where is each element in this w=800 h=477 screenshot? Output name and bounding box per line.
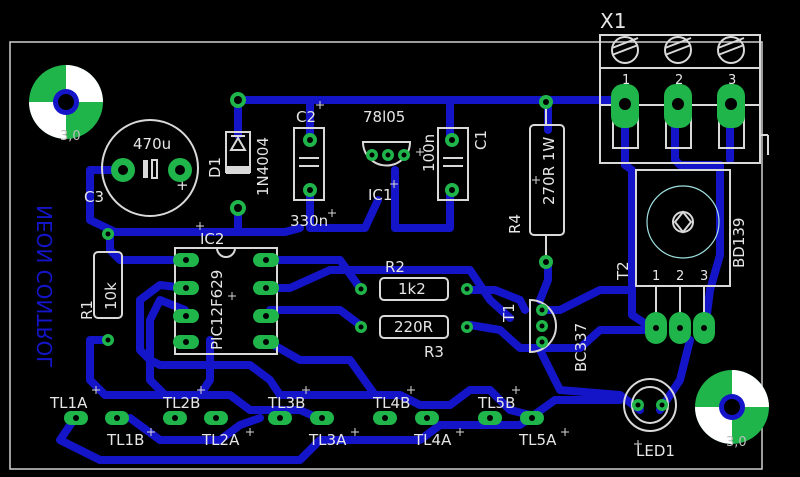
testpoint-tl5: TL5B TL5A xyxy=(477,394,557,449)
ic2-ref: IC2 xyxy=(200,230,224,248)
connector-ref: X1 xyxy=(600,9,626,33)
d1-value: 1N4004 xyxy=(254,137,272,196)
tl3a-label: TL3A xyxy=(308,431,347,449)
connector-pin-1-label: 1 xyxy=(622,73,630,88)
ic1-ref: IC1 xyxy=(368,186,392,204)
tl3b-label: TL3B xyxy=(267,394,305,412)
led-ref: LED1 xyxy=(636,442,675,460)
testpoint-tl3: TL3B TL3A xyxy=(267,394,347,449)
t2-pin-1-label: 1 xyxy=(652,269,660,284)
r4-value: 270R 1W xyxy=(540,137,558,205)
microcontroller-ic2: IC2 PIC12F629 xyxy=(173,230,279,355)
r3-ref: R3 xyxy=(424,343,444,361)
board-outline xyxy=(9,41,763,470)
tl2a-label: TL2A xyxy=(201,431,240,449)
c2-ref: C2 xyxy=(296,108,316,126)
resistor-r4: 270R 1W R4 xyxy=(506,95,565,269)
testpoint-tl1: TL1A TL1B xyxy=(49,394,144,449)
c1-ref: C1 xyxy=(472,130,490,150)
t2-value: BD139 xyxy=(730,218,748,268)
t2-pin-2-label: 2 xyxy=(676,269,684,284)
c3-ref: C3 xyxy=(84,188,104,206)
ic1-value: 78l05 xyxy=(363,108,405,126)
mirror-title: NEON CONTROL xyxy=(33,205,57,368)
tl5a-label: TL5A xyxy=(518,431,557,449)
tl4a-label: TL4A xyxy=(413,431,452,449)
transistor-t2: 1 2 3 T2 BD139 xyxy=(614,169,748,344)
tl4b-label: TL4B xyxy=(372,394,410,412)
capacitor-c1: 100n C1 xyxy=(420,127,490,201)
led-led1: LED1 xyxy=(623,378,677,460)
testpoint-tl4: TL4B TL4A xyxy=(372,394,452,449)
mounting-hole-label: 3,0 xyxy=(60,129,81,144)
r4-ref: R4 xyxy=(506,214,524,234)
mounting-hole-label: 3,0 xyxy=(726,435,747,450)
tl1a-label: TL1A xyxy=(49,394,88,412)
origin-markers xyxy=(92,101,642,448)
t1-ref: T1 xyxy=(500,303,518,323)
t1-value: BC337 xyxy=(572,323,590,372)
connector-x1: X1 1 2 3 xyxy=(599,9,769,164)
c3-value: 470u xyxy=(133,135,171,153)
r3-value: 220R xyxy=(394,318,433,336)
mounting-hole-bottom-right: 3,0 xyxy=(695,370,769,450)
d1-ref: D1 xyxy=(206,157,224,178)
testpoint-tl2: TL2B TL2A xyxy=(162,394,240,449)
connector-pin-3-label: 3 xyxy=(728,73,736,88)
mounting-hole-top-left: 3,0 xyxy=(29,65,103,144)
diode-d1: D1 1N4004 xyxy=(206,92,272,216)
capacitor-c2: C2 330n xyxy=(290,108,328,230)
resistor-r1: 10k R1 xyxy=(78,228,123,346)
resistor-r2: R2 1k2 xyxy=(355,258,473,301)
r1-ref: R1 xyxy=(78,300,96,320)
connector-pin-2-label: 2 xyxy=(675,73,683,88)
capacitor-c3: 470u C3 + xyxy=(84,119,199,217)
c2-value: 330n xyxy=(290,212,328,230)
testpoints: TL1A TL1B TL2B TL2A TL3B TL3A TL4B TL4A … xyxy=(49,394,557,449)
t2-pin-3-label: 3 xyxy=(700,269,708,284)
t2-ref: T2 xyxy=(614,261,632,281)
tl2b-label: TL2B xyxy=(162,394,200,412)
resistor-r3: 220R R3 xyxy=(355,315,473,361)
c1-value: 100n xyxy=(420,134,438,172)
tl5b-label: TL5B xyxy=(477,394,515,412)
r1-value: 10k xyxy=(102,282,120,310)
ic2-value: PIC12F629 xyxy=(208,270,226,350)
r2-ref: R2 xyxy=(385,258,405,276)
transistor-t1: T1 BC337 xyxy=(500,298,590,372)
regulator-ic1: 78l05 IC1 xyxy=(361,108,412,204)
tl1b-label: TL1B xyxy=(106,431,144,449)
r2-value: 1k2 xyxy=(398,280,426,298)
